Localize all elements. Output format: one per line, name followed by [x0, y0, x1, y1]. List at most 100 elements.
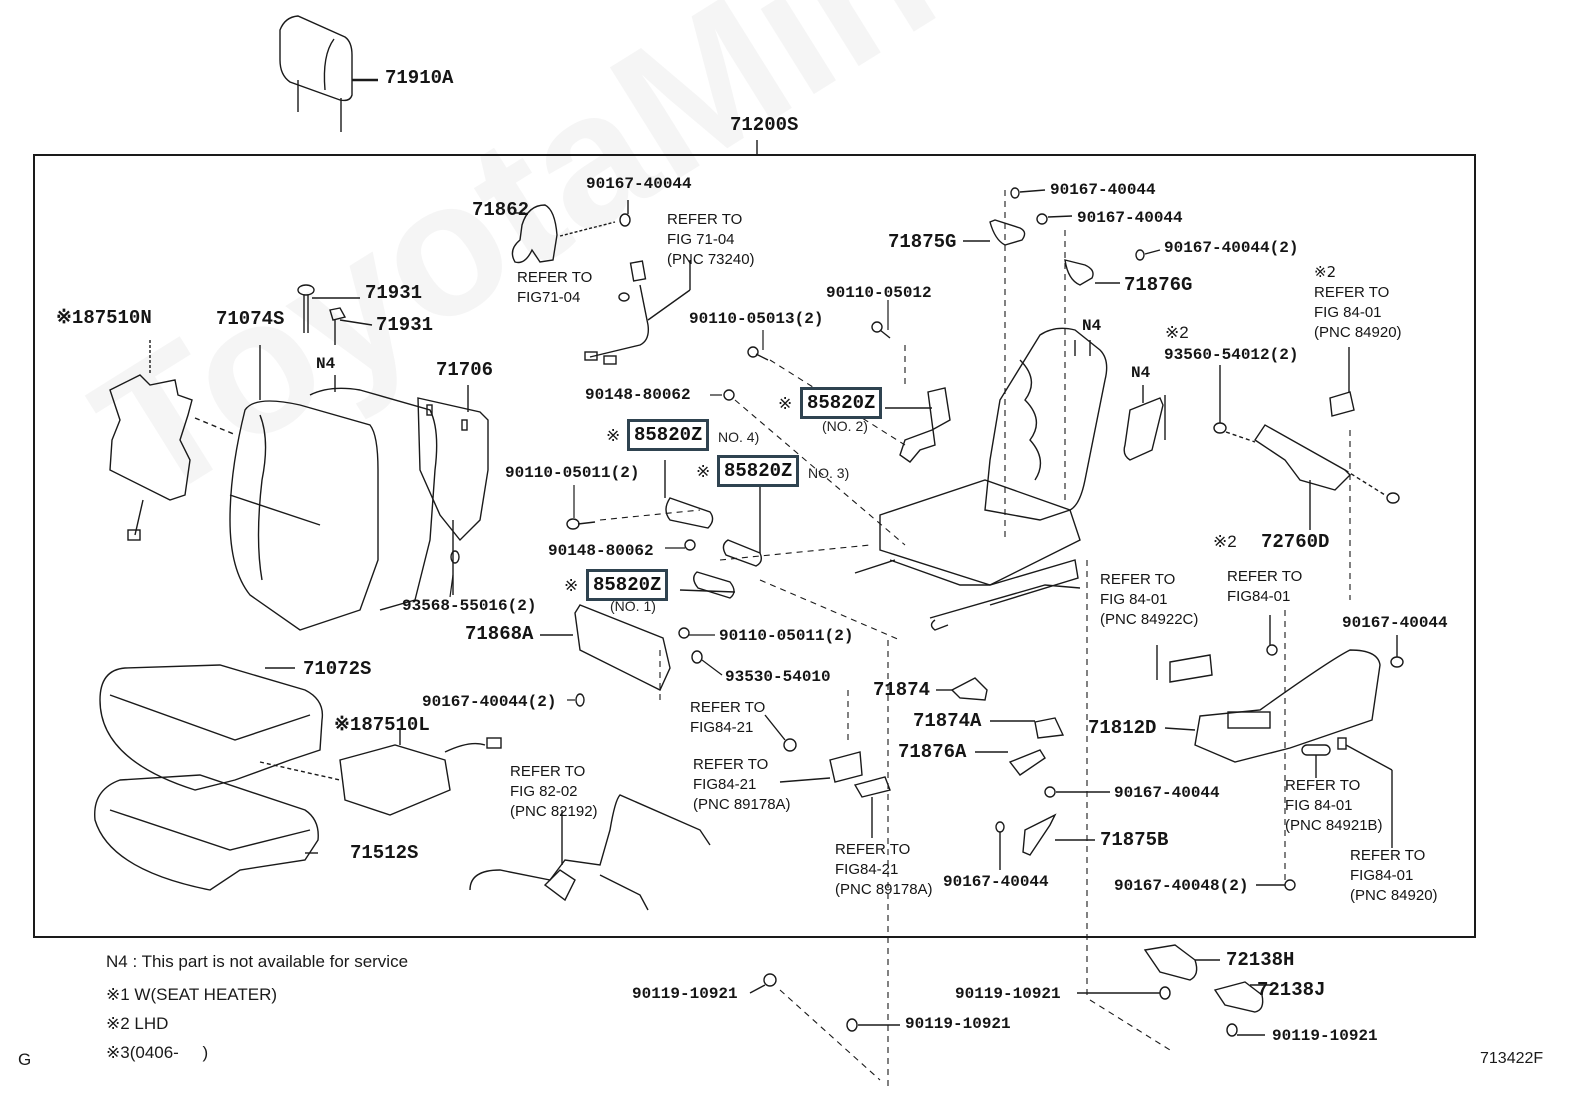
wire-harness-drawing	[469, 794, 711, 911]
part-label-bolt[interactable]: 90119-10921	[632, 985, 738, 1003]
highlighted-part-motor-no4[interactable]: 85820Z	[627, 419, 710, 451]
part-label-bolt[interactable]: 90167-40044	[1050, 181, 1156, 199]
part-label-cushion-cover[interactable]: 71072S	[303, 658, 372, 680]
refer-84922c[interactable]: REFER TO FIG 84-01 (PNC 84922C)	[1100, 570, 1198, 630]
part-label-cushion-heater[interactable]: ※187510L	[334, 714, 430, 736]
motor-number: (NO. 1)	[610, 598, 656, 614]
refer-line: FIG84-01	[1350, 867, 1414, 884]
n4-marker: N4	[1082, 317, 1102, 335]
part-label-screw[interactable]: 90148-80062	[585, 386, 691, 404]
part-label-screw[interactable]: 90167-40044(2)	[422, 693, 557, 711]
part-label-shield-71868a[interactable]: 71868A	[465, 623, 534, 645]
assembly-frame	[33, 154, 1476, 938]
part-label-screw[interactable]: 90110-05013(2)	[689, 310, 824, 328]
lower-covers-drawing	[936, 677, 1110, 870]
motor-number: NO. 4)	[718, 429, 760, 445]
cushion-drawing	[94, 664, 502, 891]
part-label-bolt[interactable]: 90167-40044	[1342, 614, 1448, 632]
refer-line: FIG84-21	[835, 861, 899, 878]
switch-parts-drawing	[764, 714, 891, 838]
part-label-bolt[interactable]: 90167-40044	[1077, 209, 1183, 227]
refer-line: REFER TO	[1285, 777, 1361, 794]
refer-line: REFER TO	[1314, 284, 1390, 301]
refer-shield[interactable]: REFER TO FIG71-04	[517, 268, 592, 308]
legend-mark2: ※2 LHD	[106, 1014, 169, 1033]
part-label-shield[interactable]: 71862	[472, 199, 530, 221]
refer-line: FIG 71-04	[667, 231, 735, 248]
back-cover-drawing	[229, 345, 438, 631]
leader-lines	[449, 300, 889, 701]
part-label-bolt[interactable]: 90119-10921	[1272, 1027, 1378, 1045]
heater-mark: ※	[606, 426, 621, 445]
n4-marker: N4	[316, 355, 336, 373]
part-label-headrest[interactable]: 71910A	[385, 67, 454, 89]
part-label-screw[interactable]: 90167-40048(2)	[1114, 877, 1249, 895]
part-label-panel[interactable]: 72760D	[1261, 531, 1330, 553]
part-label-cover[interactable]: 71876A	[898, 741, 967, 763]
part-label-cover[interactable]: 72138J	[1257, 979, 1326, 1001]
legend-mark1: ※1 W(SEAT HEATER)	[106, 985, 278, 1004]
part-label-board[interactable]: 71706	[436, 359, 494, 381]
part-label-screw[interactable]: 90110-05011(2)	[719, 627, 854, 645]
legend-n4: N4 : This part is not available for serv…	[106, 952, 409, 971]
part-label-cover[interactable]: 71874A	[913, 710, 982, 732]
refer-line: REFER TO	[517, 269, 593, 286]
refer-line: FIG84-01	[1227, 588, 1291, 605]
refer-line: REFER TO	[1100, 571, 1176, 588]
refer-line: FIG84-21	[693, 776, 757, 793]
part-label-bolt[interactable]: 90167-40044(2)	[1164, 239, 1299, 257]
part-label-cover[interactable]: 72138H	[1226, 949, 1295, 971]
part-label-guide[interactable]: 71931	[376, 314, 434, 336]
part-label-screw[interactable]: 90110-05012	[826, 284, 932, 302]
refer-line: FIG71-04	[517, 289, 581, 306]
part-label-seat-assembly[interactable]: 71200S	[730, 114, 799, 136]
highlighted-part-motor-no1[interactable]: 85820Z	[586, 569, 669, 601]
refer-line: REFER TO	[835, 841, 911, 858]
part-label-screw[interactable]: 90148-80062	[548, 542, 654, 560]
part-label-bolt[interactable]: 90167-40044	[943, 873, 1049, 891]
refer-fig-84-21[interactable]: REFER TO FIG84-21 (PNC 89178A)	[835, 840, 933, 900]
part-label-shield-71812d[interactable]: 71812D	[1088, 717, 1157, 739]
part-label-bolt[interactable]: 90119-10921	[955, 985, 1061, 1003]
refer-line: (PNC 84920)	[1314, 324, 1402, 341]
part-label-cover[interactable]: 71876G	[1124, 274, 1193, 296]
side-parts-drawing	[1123, 347, 1400, 530]
part-label-screw[interactable]: 90110-05011(2)	[505, 464, 640, 482]
part-label-clip[interactable]: 93530-54010	[725, 668, 831, 686]
refer-line: (PNC 82192)	[510, 803, 598, 820]
part-label-bolt[interactable]: 90167-40044	[586, 175, 692, 193]
headrest-drawing	[279, 15, 378, 132]
part-label-cover[interactable]: 71875B	[1100, 829, 1169, 851]
part-label-back-cover[interactable]: 71074S	[216, 308, 285, 330]
lhd-mark: ※2	[1165, 323, 1189, 342]
part-label-cover[interactable]: 71874	[873, 679, 931, 701]
part-label-bolt[interactable]: 90167-40044	[1114, 784, 1220, 802]
highlighted-part-motor-no2[interactable]: 85820Z	[800, 387, 883, 419]
part-label-guide[interactable]: 71931	[365, 282, 423, 304]
part-label-screw[interactable]: 93568-55016(2)	[402, 597, 537, 615]
refer-line: FIG 84-01	[1285, 797, 1353, 814]
highlighted-part-motor-no3[interactable]: 85820Z	[717, 455, 800, 487]
refer-line: (PNC 73240)	[667, 251, 755, 268]
refer-line: FIG 82-02	[510, 783, 578, 800]
part-label-bolt[interactable]: 90119-10921	[905, 1015, 1011, 1033]
refer-line: REFER TO	[693, 756, 769, 773]
refer-line: (PNC 84922C)	[1100, 611, 1199, 628]
part-label-screw[interactable]: 93560-54012(2)	[1164, 346, 1299, 364]
refer-line: (PNC 89178A)	[835, 881, 933, 898]
refer-line: FIG 84-01	[1100, 591, 1168, 608]
part-label-back-heater[interactable]: ※187510N	[56, 307, 152, 329]
part-label-cover[interactable]: 71875G	[888, 231, 957, 253]
refer-line: (PNC 84920)	[1350, 887, 1438, 904]
seat-frame-drawing	[854, 327, 1108, 631]
refer-line: REFER TO	[690, 699, 766, 716]
part-label-cushion-pad[interactable]: 71512S	[350, 842, 419, 864]
